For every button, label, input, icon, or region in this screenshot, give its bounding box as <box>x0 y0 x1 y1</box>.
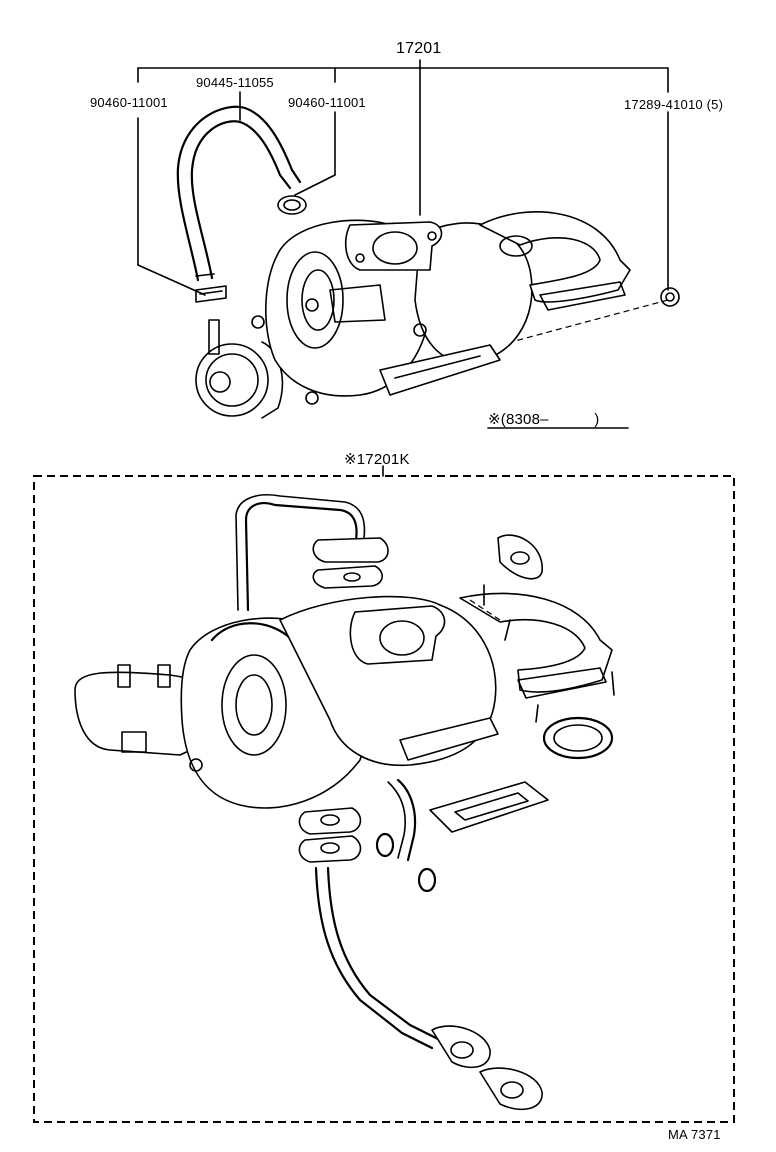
callout-clip-right: 90460-11001 <box>288 95 366 110</box>
kit-frame <box>33 465 735 1123</box>
nut-part <box>660 287 680 307</box>
callout-nut: 17289-41010 (5) <box>624 97 724 112</box>
callout-hose: 90445-11055 <box>196 75 274 90</box>
callout-clip-left: 90460-11001 <box>90 95 168 110</box>
turbocharger-upper <box>195 211 631 419</box>
diagram-code: MA 7371 <box>668 1127 721 1142</box>
main-part-number: 17201 <box>396 40 442 57</box>
hose-part <box>176 105 302 282</box>
clip-left <box>195 285 227 303</box>
applicability-note: ※(8308– ) <box>488 411 600 428</box>
turbocharger-lower <box>74 494 615 1111</box>
kit-part-number: ※17201K <box>344 451 410 468</box>
upper-leader-lines <box>137 59 669 346</box>
clip-right <box>277 195 307 215</box>
